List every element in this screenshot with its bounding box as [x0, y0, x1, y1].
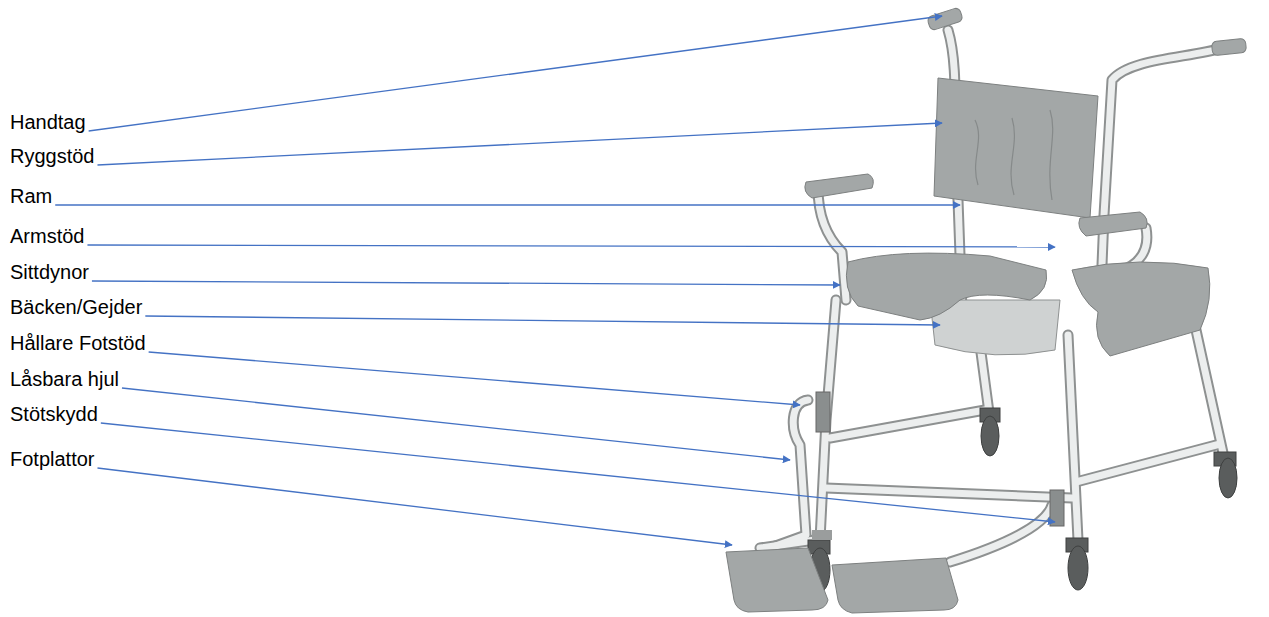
part-label: Ram [10, 185, 52, 207]
leader-line [97, 468, 732, 545]
part-label: Hållare Fotstöd [10, 332, 146, 354]
leader-line [145, 316, 940, 325]
leader-line [87, 245, 1055, 247]
part-label: Fotplattor [10, 448, 94, 470]
part-label: Sittdynor [10, 261, 89, 283]
leader-line [89, 16, 942, 131]
leader-line [55, 204, 960, 205]
part-label: Handtag [10, 111, 86, 133]
part-label: Armstöd [10, 225, 84, 247]
leader-line [149, 352, 800, 405]
leader-line [101, 423, 1055, 522]
leader-line [92, 281, 840, 285]
part-label: Ryggstöd [10, 145, 95, 167]
leader-line [98, 123, 943, 165]
part-label: Stötskydd [10, 403, 98, 425]
part-label: Bäcken/Gejder [10, 296, 142, 318]
leader-line [122, 388, 790, 460]
part-label: Låsbara hjul [10, 368, 119, 390]
